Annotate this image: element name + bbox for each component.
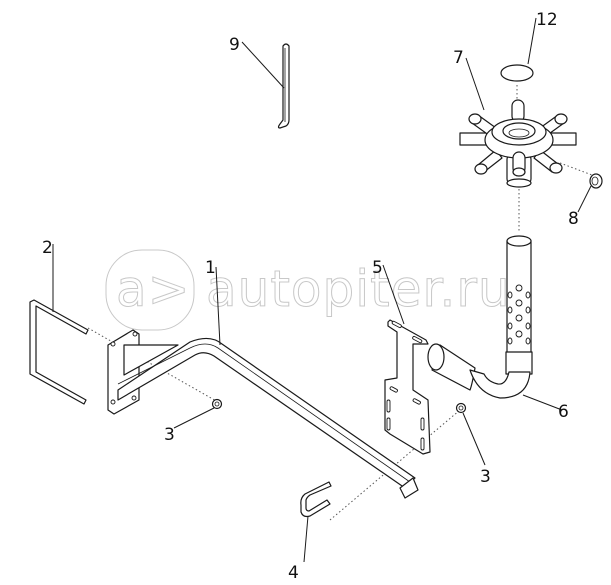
- part-8-hose-clamp[interactable]: [589, 173, 603, 189]
- callout-2[interactable]: 2: [42, 238, 53, 258]
- callout-7[interactable]: 7: [453, 48, 464, 68]
- callout-3-right[interactable]: 3: [480, 467, 491, 487]
- watermark: a> autopiter.ru: [105, 249, 511, 331]
- callout-4[interactable]: 5: [372, 258, 383, 278]
- watermark-logo: a>: [116, 260, 191, 318]
- callout-1[interactable]: 1: [205, 258, 216, 278]
- part-7-spinner-head[interactable]: [459, 99, 577, 188]
- part-3-nut-right[interactable]: [455, 402, 467, 414]
- watermark-text: autopiter.ru: [206, 260, 511, 318]
- callout-9[interactable]: 9: [229, 35, 240, 55]
- callout-6[interactable]: 6: [558, 402, 569, 422]
- part-6-perforated-pipe[interactable]: [427, 235, 533, 399]
- part-4-mounting-plate[interactable]: [384, 319, 431, 455]
- perforation-holes: [507, 284, 531, 345]
- part-5-u-bolt-small[interactable]: [300, 481, 332, 518]
- leader-lines: [52, 17, 592, 563]
- part-9-rod-pin[interactable]: [277, 43, 290, 129]
- watermark-logo-frame: [105, 249, 195, 331]
- callout-5[interactable]: 4: [288, 563, 299, 583]
- callout-12[interactable]: 12: [536, 10, 558, 30]
- part-2-u-bolt-large[interactable]: [29, 299, 89, 405]
- callout-labels: 9 12 7 8 2 1 5 6 3 3 4: [42, 10, 579, 583]
- part-3-nut-left[interactable]: [211, 398, 223, 410]
- callout-8[interactable]: 8: [568, 209, 579, 229]
- callout-3-left[interactable]: 3: [164, 425, 175, 445]
- part-1-tube-bracket[interactable]: [107, 329, 419, 499]
- part-12-seal-disc[interactable]: [500, 64, 534, 82]
